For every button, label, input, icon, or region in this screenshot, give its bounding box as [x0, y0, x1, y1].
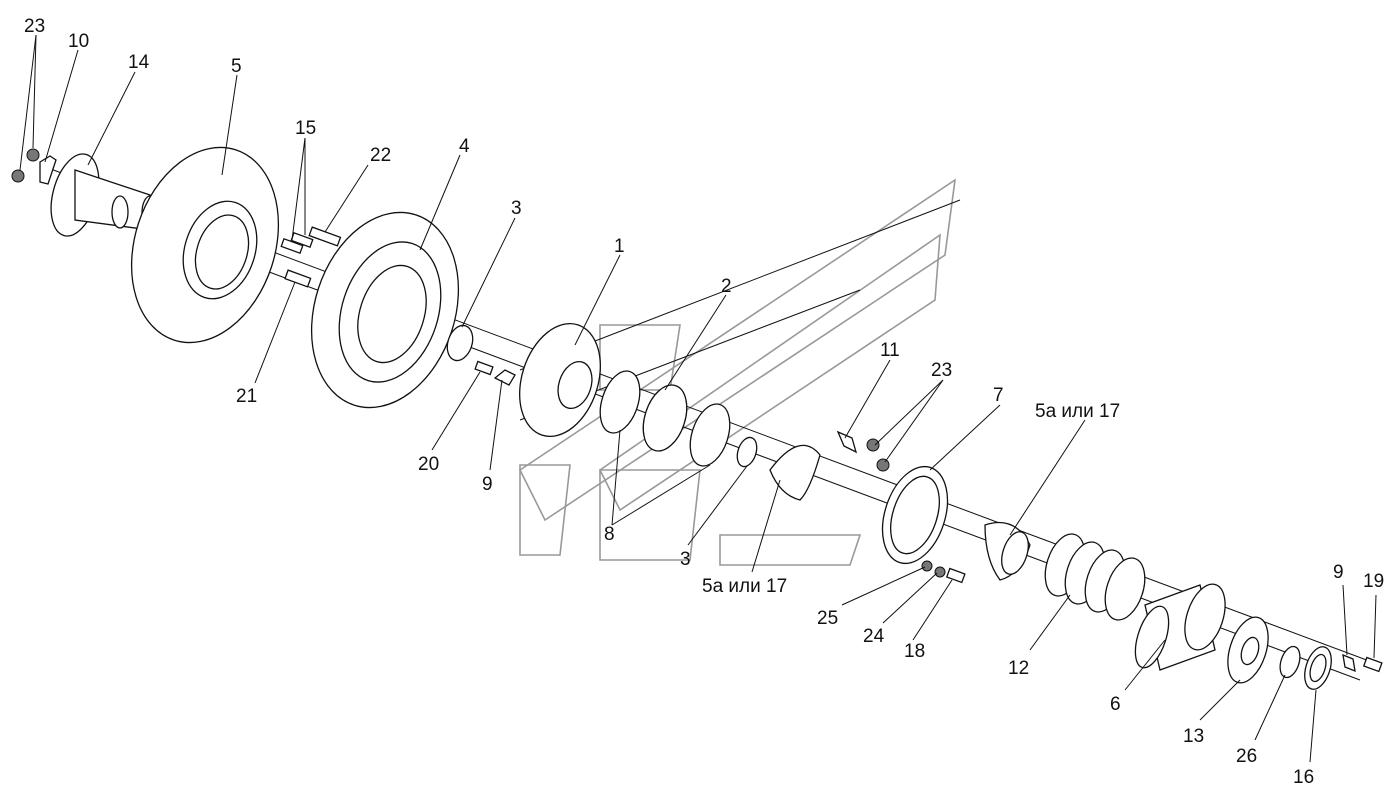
label-5a-or-17-right: 5а или 17 — [1035, 401, 1120, 422]
label-22: 22 — [370, 145, 391, 166]
label-16: 16 — [1293, 767, 1314, 788]
part-labels: 23 10 14 5 15 22 4 3 1 2 21 20 9 8 3 5а … — [24, 16, 1384, 788]
leader-lines — [19, 34, 1377, 763]
label-23-right: 23 — [931, 360, 952, 381]
part-2-ring — [642, 384, 688, 452]
part-10-lock-plate — [39, 155, 57, 185]
part-8-seal-rings — [599, 370, 731, 467]
part-25-washer — [921, 560, 933, 572]
part-23-nuts-right — [866, 438, 890, 472]
label-3-bottom: 3 — [680, 549, 691, 570]
part-9-lock-plate — [493, 369, 516, 386]
part-3-snap-ring-left — [446, 324, 474, 362]
label-26: 26 — [1236, 746, 1257, 767]
label-9-mid: 9 — [482, 474, 493, 495]
part-9-lock-plate-right — [1342, 653, 1356, 673]
label-19: 19 — [1363, 571, 1384, 592]
part-24-washer — [934, 566, 946, 578]
label-2: 2 — [721, 276, 732, 297]
label-20: 20 — [418, 454, 439, 475]
part-5a-or-17-cone-mid — [769, 444, 821, 501]
part-23-nuts-left — [11, 148, 40, 183]
label-14: 14 — [128, 52, 150, 73]
label-1: 1 — [614, 236, 625, 257]
part-6-drum — [1134, 583, 1226, 671]
label-8: 8 — [604, 524, 615, 545]
part-3-snap-ring-right — [736, 436, 758, 468]
part-5a-or-17-cone-right — [984, 521, 1031, 581]
part-16-seal — [1304, 646, 1332, 690]
label-7: 7 — [993, 385, 1004, 406]
label-11: 11 — [880, 340, 900, 361]
part-18-bolt — [945, 567, 966, 584]
label-15: 15 — [295, 118, 316, 139]
label-5: 5 — [231, 56, 242, 77]
part-12-spring — [1044, 533, 1146, 621]
label-18: 18 — [904, 641, 925, 662]
label-23-left: 23 — [24, 16, 45, 37]
part-1-hub — [519, 322, 601, 438]
part-26-ring — [1279, 645, 1301, 679]
part-20-bolt — [474, 360, 494, 376]
part-21-bolt — [284, 269, 312, 288]
part-15-bolts — [280, 231, 314, 255]
label-3-top: 3 — [511, 198, 522, 219]
part-22-bolt — [308, 226, 342, 247]
label-21: 21 — [236, 386, 257, 407]
label-12: 12 — [1008, 658, 1029, 679]
label-9-right: 9 — [1333, 562, 1344, 583]
label-13: 13 — [1183, 726, 1204, 747]
label-4: 4 — [459, 136, 470, 157]
part-19-bolt — [1362, 656, 1383, 673]
label-25: 25 — [817, 608, 838, 629]
label-10: 10 — [68, 31, 89, 52]
part-13-flange-plate — [1227, 616, 1269, 684]
part-4-hub-disc — [310, 211, 460, 409]
label-6: 6 — [1110, 694, 1121, 715]
label-5a-or-17-mid: 5а или 17 — [702, 576, 787, 597]
part-11-lock-plate — [836, 430, 858, 454]
part-7-cover — [881, 465, 949, 565]
label-24: 24 — [863, 626, 885, 647]
part-5-brake-disc — [130, 146, 280, 344]
